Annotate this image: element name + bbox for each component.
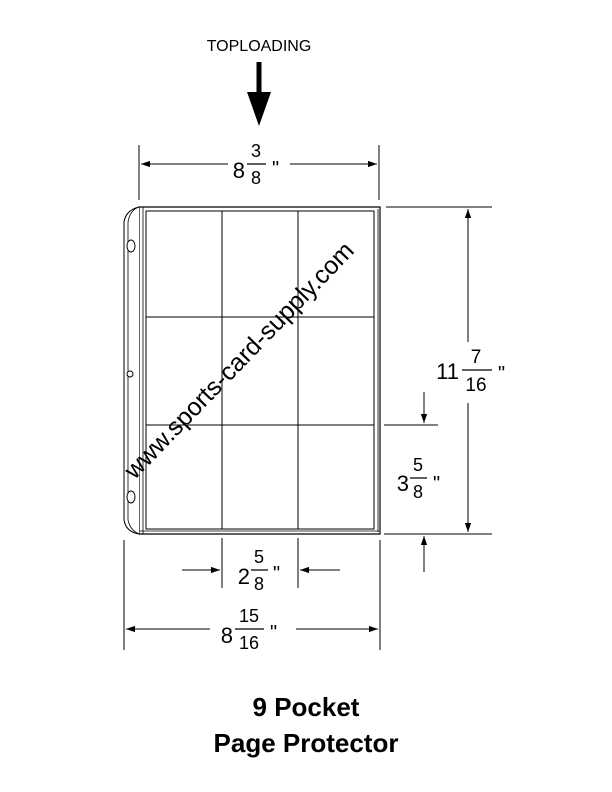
pocket-width-dimension: 2 5 8 " [182, 538, 340, 594]
toploading-arrow [247, 62, 271, 126]
total-width-numerator: 15 [239, 606, 259, 626]
top-width-unit: " [272, 158, 279, 180]
height-whole: 11 [436, 359, 459, 384]
page-protector-sheet [123, 206, 381, 535]
title-line-1: 9 Pocket [252, 692, 360, 722]
binder-hole-bottom [126, 490, 136, 504]
toploading-label: TOPLOADING [207, 38, 312, 55]
top-width-numerator: 3 [251, 141, 261, 161]
total-width-unit: " [270, 622, 277, 644]
total-width-whole: 8 [221, 623, 233, 648]
pocket-width-unit: " [273, 563, 280, 585]
title-line-2: Page Protector [213, 728, 399, 758]
height-numerator: 7 [471, 347, 482, 368]
pocket-width-numerator: 5 [254, 547, 264, 567]
total-width-dimension: 8 15 16 " [123, 540, 381, 653]
total-width-denominator: 16 [239, 633, 259, 653]
pocket-height-dimension: 3 5 8 " [384, 392, 440, 572]
height-dimension: 11 7 16 " [384, 206, 505, 535]
pocket-width-whole: 2 [238, 564, 250, 589]
top-width-whole: 8 [233, 158, 245, 183]
pocket-width-denominator: 8 [254, 574, 264, 594]
top-width-dimension: 8 3 8 " [138, 141, 380, 200]
pocket-height-whole: 3 [397, 471, 409, 496]
binder-hole-top [126, 239, 136, 253]
height-unit: " [498, 363, 505, 385]
pocket-height-unit: " [433, 473, 440, 495]
pocket-height-numerator: 5 [413, 455, 423, 475]
height-denominator: 16 [465, 375, 486, 396]
pocket-height-denominator: 8 [413, 482, 423, 502]
top-width-denominator: 8 [251, 168, 261, 188]
binder-hole-middle [126, 370, 134, 378]
